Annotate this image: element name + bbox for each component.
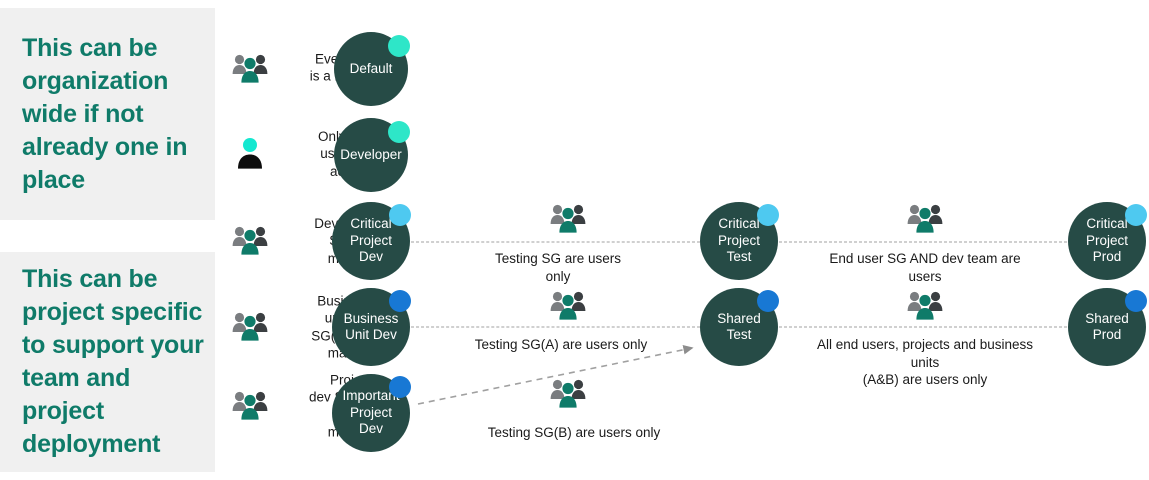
people-icon <box>232 312 268 341</box>
env-dot-blue-icon <box>389 290 411 312</box>
callout-panel-project-text: This can be project specific to support … <box>22 265 204 458</box>
connector-shared-test-to-prod <box>779 326 1067 328</box>
callout-panel-project: This can be project specific to support … <box>0 252 215 472</box>
env-circle-developer[interactable]: Developer <box>334 118 410 192</box>
env-dot-sky-icon <box>1125 204 1147 226</box>
people-icon <box>907 291 943 320</box>
env-circle-business-unit-dev-label: Business Unit Dev <box>343 310 399 342</box>
people-icon <box>232 226 268 255</box>
connector-critical-dev-to-test <box>411 241 700 243</box>
connector-label-important-dev-to-shared-test: Testing SG(B) are users only <box>487 425 661 440</box>
env-circle-default-label: Default <box>349 60 393 76</box>
env-dot-blue-icon <box>389 376 411 398</box>
people-icon <box>550 291 586 320</box>
env-dot-sky-icon <box>389 204 411 226</box>
env-circle-critical-project-test-label: Critical Project Test <box>717 216 761 265</box>
people-icon <box>232 54 268 83</box>
env-circle-developer-label: Developer <box>340 146 402 162</box>
env-circle-critical-project-test[interactable]: Critical Project Test <box>700 202 779 280</box>
env-circle-shared-test-label: Shared Test <box>717 310 761 342</box>
people-icon <box>550 379 586 408</box>
env-circle-critical-project-prod[interactable]: Critical Project Prod <box>1068 202 1147 280</box>
env-dot-sky-icon <box>757 204 779 226</box>
env-dot-turquoise-icon <box>388 35 410 57</box>
env-dot-turquoise-icon <box>388 121 410 143</box>
env-dot-blue-icon <box>757 290 779 312</box>
connector-business-dev-to-shared-test <box>411 326 700 328</box>
env-circle-important-project-dev-label: Important Project Dev <box>342 388 400 437</box>
env-circle-shared-prod[interactable]: Shared Prod <box>1068 288 1147 366</box>
env-circle-critical-project-prod-label: Critical Project Prod <box>1085 216 1129 265</box>
people-icon <box>907 204 943 233</box>
env-dot-blue-icon <box>1125 290 1147 312</box>
connector-label-critical-dev-to-test: Testing SG are users only <box>494 251 622 284</box>
connector-label-business-dev-to-shared-test: Testing SG(A) are users only <box>474 337 648 352</box>
env-circle-critical-project-dev-label: Critical Project Dev <box>349 216 393 265</box>
env-circle-important-project-dev[interactable]: Important Project Dev <box>332 374 411 452</box>
callout-panel-organization: This can be organization wide if not alr… <box>0 8 215 220</box>
connector-label-shared-test-to-prod: All end users, projects and business uni… <box>816 337 1034 388</box>
env-circle-default[interactable]: Default <box>334 32 410 106</box>
connector-critical-test-to-prod <box>779 241 1067 243</box>
callout-panel-organization-text: This can be organization wide if not alr… <box>22 33 188 194</box>
env-circle-shared-test[interactable]: Shared Test <box>700 288 779 366</box>
person-icon <box>238 138 262 169</box>
env-circle-shared-prod-label: Shared Prod <box>1085 310 1129 342</box>
people-icon <box>550 204 586 233</box>
connector-label-critical-test-to-prod: End user SG AND dev team are users <box>829 251 1021 284</box>
env-circle-critical-project-dev[interactable]: Critical Project Dev <box>332 202 411 280</box>
env-circle-business-unit-dev[interactable]: Business Unit Dev <box>332 288 411 366</box>
people-icon <box>232 391 268 420</box>
